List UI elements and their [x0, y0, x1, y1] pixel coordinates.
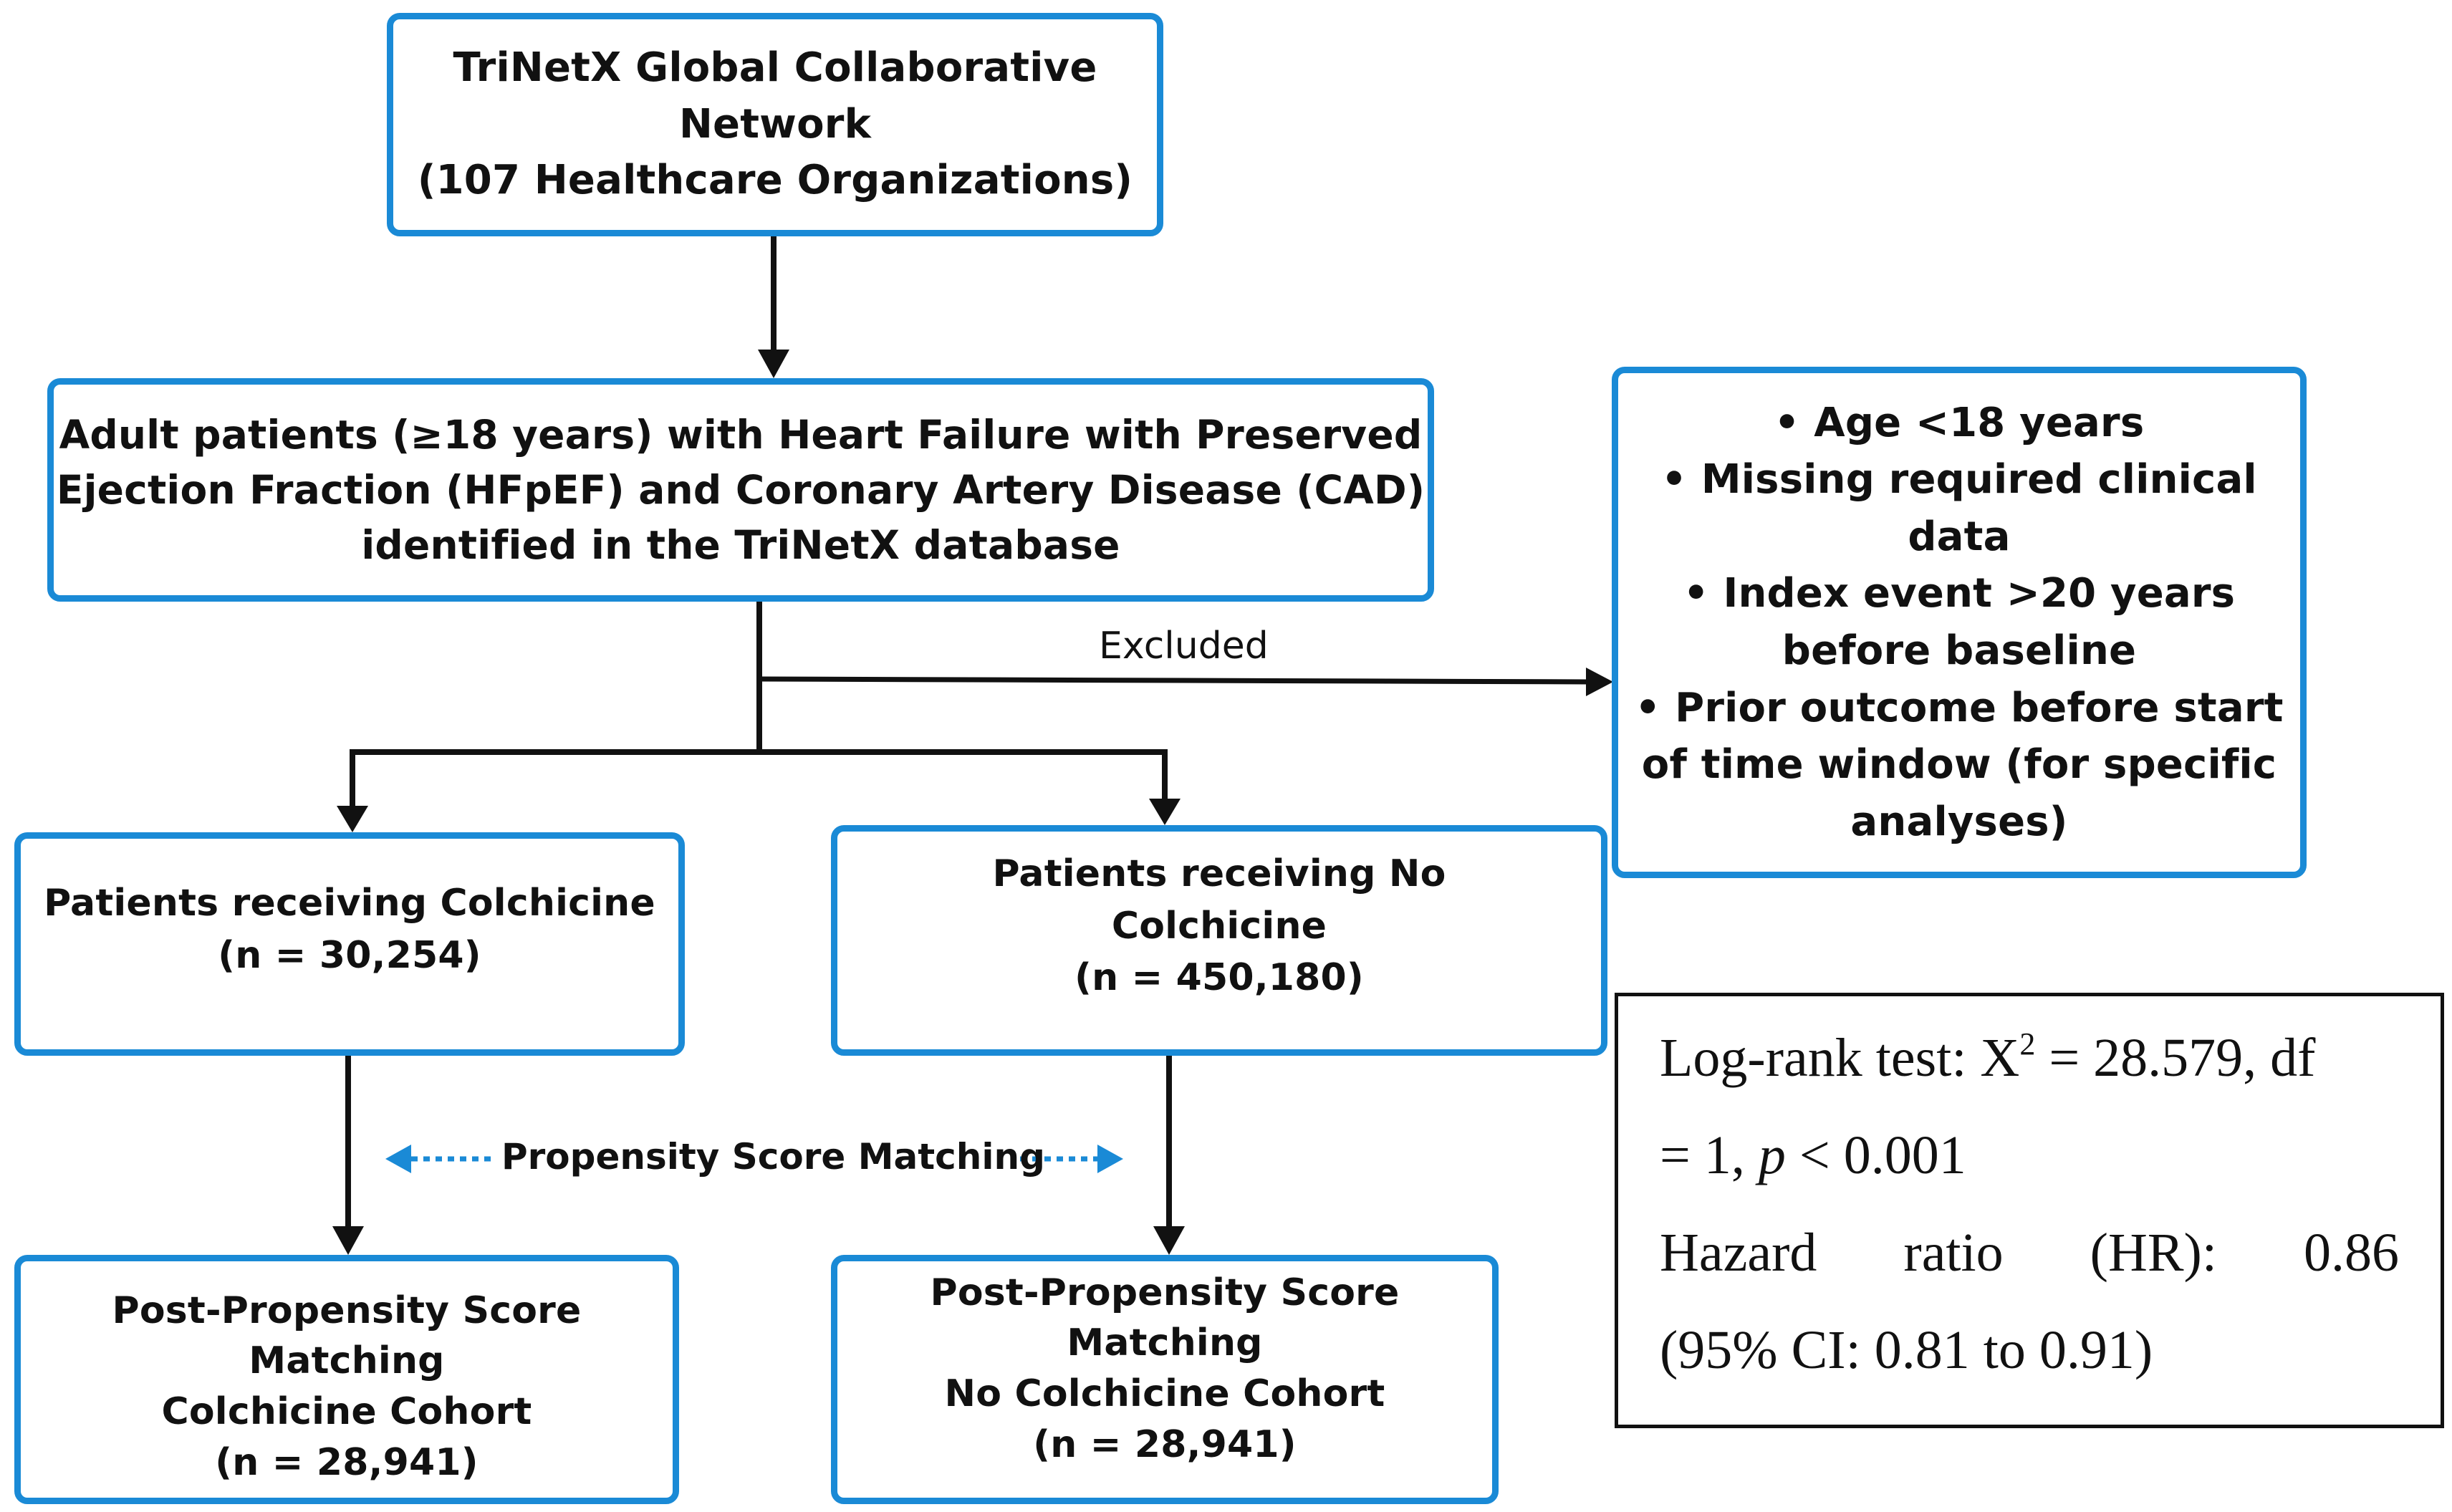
logrank-line-2: = 1, p < 0.001 [1660, 1125, 1966, 1185]
matched-colchicine-line-3: Colchicine Cohort [161, 1390, 532, 1433]
exclusion-line-2: • Missing required clinical [1661, 456, 2257, 504]
exclusion-line-1: • Age <18 years [1774, 399, 2145, 446]
colchicine-line-2: (n = 30,254) [218, 934, 481, 977]
arrow-network-to-population [758, 236, 789, 378]
matched-no-colchicine-line-4: (n = 28,941) [1033, 1422, 1297, 1466]
no-colchicine-group-box: Patients receiving No Colchicine (n = 45… [831, 825, 1607, 1056]
population-box: Adult patients (≥18 years) with Heart Fa… [47, 378, 1434, 602]
exclusion-line-8: analyses) [1850, 798, 2068, 845]
matched-no-colchicine-line-3: No Colchicine Cohort [944, 1372, 1385, 1415]
network-box: TriNetX Global Collaborative Network (10… [387, 13, 1163, 236]
confidence-interval-line: (95% CI: 0.81 to 0.91) [1660, 1320, 2153, 1380]
matched-colchicine-line-4: (n = 28,941) [215, 1440, 479, 1484]
exclusion-line-7: of time window (for specific [1641, 741, 2277, 789]
psm-label: Propensity Score Matching [501, 1136, 1045, 1178]
no-colchicine-line-2: Colchicine [1111, 904, 1327, 948]
arrow-population-split [337, 602, 1181, 832]
colchicine-line-1: Patients receiving Colchicine [44, 882, 655, 925]
matched-no-colchicine-cohort-box: Post-Propensity Score Matching No Colchi… [831, 1255, 1499, 1504]
population-line-3: identified in the TriNetX database [361, 521, 1120, 568]
logrank-line: Log-rank test: X2 = 28.579, df [1660, 1026, 2316, 1088]
matched-colchicine-line-1: Post-Propensity Score [112, 1289, 582, 1332]
exclusion-line-6: • Prior outcome before start [1635, 684, 2284, 731]
exclusion-criteria-box: • Age <18 years • Missing required clini… [1612, 367, 2307, 878]
network-line-1: TriNetX Global Collaborative [453, 44, 1097, 92]
matched-no-colchicine-line-2: Matching [1067, 1321, 1263, 1365]
hazard-ratio-line: Hazard ratio (HR): 0.86 [1660, 1223, 2399, 1283]
arrow-colchicine-to-matched [332, 1056, 364, 1255]
matched-no-colchicine-line-1: Post-Propensity Score [930, 1271, 1400, 1314]
psm-dotted-arrow [385, 1145, 1123, 1173]
network-line-3: (107 Healthcare Organizations) [417, 157, 1133, 204]
exclusion-line-4: • Index event >20 years [1683, 570, 2236, 617]
no-colchicine-line-3: (n = 450,180) [1074, 956, 1364, 1000]
arrow-excluded [759, 668, 1613, 696]
excluded-label: Excluded [1099, 625, 1269, 668]
population-line-1: Adult patients (≥18 years) with Heart Fa… [59, 411, 1423, 458]
matched-colchicine-cohort-box: Post-Propensity Score Matching Colchicin… [14, 1255, 679, 1504]
population-line-2: Ejection Fraction (HFpEF) and Coronary A… [56, 466, 1425, 513]
network-line-2: Network [678, 100, 872, 148]
exclusion-line-5: before baseline [1782, 627, 2137, 674]
arrow-no-colchicine-to-matched [1153, 1054, 1185, 1255]
colchicine-group-box: Patients receiving Colchicine (n = 30,25… [14, 832, 685, 1056]
no-colchicine-line-1: Patients receiving No [992, 852, 1446, 895]
statistics-box: Log-rank test: X2 = 28.579, df = 1, p < … [1615, 993, 2444, 1428]
exclusion-line-3: data [1908, 513, 2011, 560]
matched-colchicine-line-2: Matching [249, 1339, 445, 1383]
